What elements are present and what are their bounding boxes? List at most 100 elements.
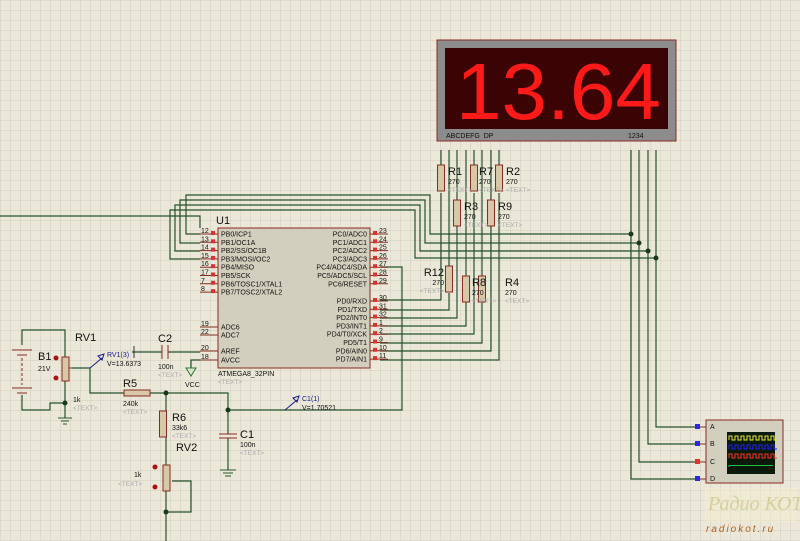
vcc-label: VCC	[185, 382, 200, 389]
pin-label: AREF	[221, 349, 240, 356]
pin-marker[interactable]	[211, 255, 215, 260]
resistor-ref: R9	[498, 201, 512, 213]
chip-ref: U1	[216, 215, 230, 227]
resistor-r6[interactable]	[159, 410, 167, 438]
pin-marker[interactable]	[211, 264, 215, 269]
voltage-probe-c1[interactable]: C1(1) V=1.70521	[284, 395, 336, 412]
resistor-text: <TEXT>	[498, 222, 522, 229]
pin-marker[interactable]	[373, 239, 377, 244]
pin-label: PB5/SCK	[221, 273, 251, 280]
resistor-r1[interactable]	[437, 164, 445, 192]
pin-marker[interactable]	[373, 231, 377, 235]
pin-number: 7	[201, 278, 205, 285]
pin-label: PB7/TOSC2/XTAL2	[221, 290, 282, 297]
scope-input-marker[interactable]	[695, 459, 700, 464]
pin-marker[interactable]	[373, 322, 377, 327]
resistor-r8[interactable]	[462, 275, 470, 303]
pin-marker[interactable]	[373, 331, 377, 336]
pin-marker[interactable]	[373, 356, 377, 361]
oscilloscope[interactable]: ABCD	[695, 419, 784, 484]
pin-marker[interactable]	[373, 314, 377, 319]
scope-input-marker[interactable]	[695, 476, 700, 481]
resistor-value: 240k	[123, 401, 139, 408]
pin-marker[interactable]	[373, 339, 377, 344]
pin-number: 27	[379, 261, 387, 268]
resistor-r9[interactable]	[487, 199, 495, 227]
pin-label: PD5/T1	[343, 340, 367, 347]
pin-marker[interactable]	[373, 306, 377, 311]
resistor-ref: R6	[172, 412, 186, 424]
pin-number: 15	[201, 253, 209, 260]
rv1-text: <TEXT>	[73, 405, 97, 412]
pin-marker[interactable]	[211, 280, 215, 285]
pin-label: PC6/RESET	[328, 281, 368, 288]
ground-symbols	[58, 417, 236, 477]
pin-label: PC2/ADC2	[333, 248, 367, 255]
potentiometer-rv1[interactable]: RV1 1k <TEXT>	[53, 332, 98, 412]
potentiometer-rv2[interactable]: RV2 1k <TEXT>	[118, 442, 197, 492]
resistor-ref: R12	[424, 267, 444, 279]
pin-number: 23	[379, 228, 387, 235]
scope-input-marker[interactable]	[695, 441, 700, 446]
c1-ref: C1	[240, 429, 254, 441]
pin-marker[interactable]	[211, 247, 215, 252]
watermark-logo: Радио КОТ	[705, 488, 800, 522]
pin-marker[interactable]	[373, 264, 377, 269]
resistor-ref: R5	[123, 378, 137, 390]
resistor-r4[interactable]	[478, 275, 486, 303]
pin-marker[interactable]	[373, 298, 377, 302]
pin-marker[interactable]	[373, 347, 377, 352]
scope-trace-c	[728, 453, 777, 459]
capacitor-c2[interactable]: C2 100n <TEXT>	[133, 333, 182, 379]
pin-number: 13	[201, 236, 209, 243]
resistor-value: 270	[505, 290, 517, 297]
resistor-r7[interactable]	[470, 164, 478, 192]
pin-label: AVCC	[221, 358, 240, 365]
pin-number: 14	[201, 245, 209, 252]
scope-channel-c: C	[710, 459, 715, 466]
probe-c1-name: C1(1)	[302, 396, 320, 403]
voltage-probe-rv1[interactable]: RV1(3) V=13.6373	[89, 352, 141, 369]
resistor-text: <TEXT>	[420, 288, 444, 295]
battery-b1[interactable]: B1 21V	[12, 349, 51, 394]
pin-marker[interactable]	[211, 239, 215, 244]
scope-trace-a	[728, 435, 777, 441]
vcc-terminal: VCC	[185, 367, 200, 389]
pin-marker[interactable]	[373, 272, 377, 277]
pin-label: PD2/INT0	[336, 315, 367, 322]
rv2-value: 1k	[134, 472, 142, 479]
pin-label: PC4/ADC4/SDA	[316, 265, 367, 272]
capacitor-c1[interactable]: C1 100n <TEXT>	[219, 429, 264, 457]
pin-marker[interactable]	[373, 247, 377, 252]
resistor-text: <TEXT>	[172, 433, 196, 440]
pin-marker[interactable]	[373, 280, 377, 285]
pin-label: PD3/INT1	[336, 323, 367, 330]
pin-number: 16	[201, 261, 209, 268]
pin-marker[interactable]	[211, 272, 215, 277]
resistor-value: 270	[448, 179, 460, 186]
rv1-value: 1k	[73, 397, 81, 404]
c1-text: <TEXT>	[240, 450, 264, 457]
rv1-ref: RV1	[75, 332, 96, 344]
pin-number: 17	[201, 270, 209, 277]
seven-segment-display[interactable]: 13.64 ABCDEFG DP 1234	[436, 39, 677, 142]
pin-label: PD6/AIN0	[336, 348, 367, 355]
pin-marker[interactable]	[373, 255, 377, 260]
pin-marker[interactable]	[211, 231, 215, 235]
resistor-labels: R1270<TEXT>R7270<TEXT>R2270<TEXT>R3270<T…	[123, 166, 530, 440]
scope-input-marker[interactable]	[695, 424, 700, 429]
digit-pin-labels: 1234	[628, 133, 644, 140]
resistor-r2[interactable]	[495, 164, 503, 192]
c2-ref: C2	[158, 333, 172, 345]
resistor-r5[interactable]	[123, 389, 151, 397]
resistor-r12[interactable]	[445, 265, 453, 293]
pin-marker[interactable]	[211, 289, 215, 294]
resistor-r3[interactable]	[453, 199, 461, 227]
resistor-value: 270	[506, 179, 518, 186]
